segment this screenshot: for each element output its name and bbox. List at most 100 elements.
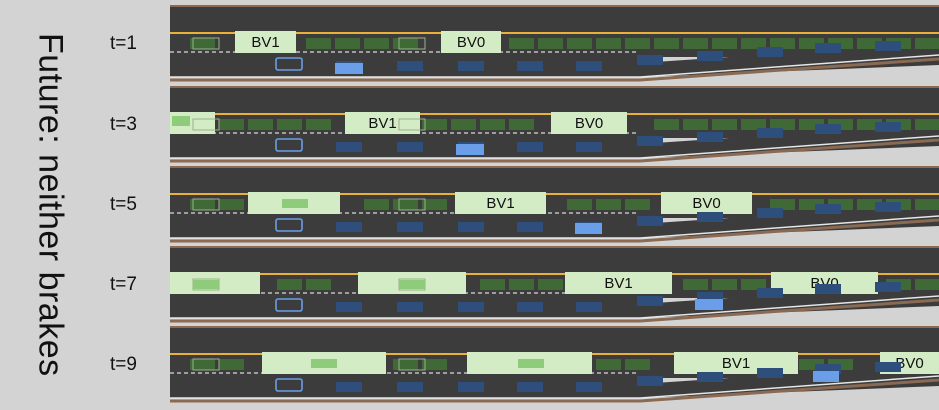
traffic-car-blue xyxy=(875,202,901,212)
traffic-car-blue xyxy=(757,208,783,218)
traffic-car-green xyxy=(190,359,215,370)
traffic-car-blue xyxy=(697,51,723,61)
traffic-car-green xyxy=(219,199,244,210)
ghost-car xyxy=(192,358,220,371)
road-edge-top xyxy=(170,246,939,248)
traffic-car-green xyxy=(799,199,824,210)
traffic-car-green xyxy=(422,199,447,210)
ramp-edge-line xyxy=(170,54,939,78)
bv0-box xyxy=(441,31,501,53)
diagram-title-area: Future: neither brakes xyxy=(0,0,100,410)
traffic-car-blue xyxy=(458,382,484,392)
bv1-box xyxy=(345,112,420,134)
traffic-car-blue xyxy=(637,296,663,306)
traffic-car-blue xyxy=(637,216,663,226)
traffic-car-blue xyxy=(637,55,663,65)
traffic-car-green xyxy=(625,199,650,210)
ego-start-outline xyxy=(275,57,303,71)
ghost-car xyxy=(398,198,426,211)
traffic-car-blue xyxy=(336,222,362,232)
traffic-car-blue xyxy=(517,302,543,312)
traffic-car-blue xyxy=(397,61,423,71)
traffic-car-green xyxy=(915,38,939,49)
traffic-car-green xyxy=(857,199,882,210)
traffic-car-green xyxy=(393,359,418,370)
road-edge-bottom xyxy=(170,138,939,163)
traffic-car-green xyxy=(915,199,939,210)
ghost-car xyxy=(398,37,426,50)
traffic-car-green xyxy=(596,359,621,370)
opposing-lanes xyxy=(170,328,939,354)
ego-vehicle xyxy=(335,63,363,74)
traffic-car-blue xyxy=(697,292,723,302)
traffic-car-blue xyxy=(815,124,841,134)
traffic-car-green xyxy=(190,38,215,49)
road-edge-top xyxy=(170,326,939,328)
traffic-car-green xyxy=(567,199,592,210)
traffic-car-green xyxy=(770,199,795,210)
traffic-car-green xyxy=(219,119,244,130)
traffic-car-green xyxy=(393,199,418,210)
traffic-car-green xyxy=(596,38,621,49)
traffic-car-blue xyxy=(815,284,841,294)
traffic-car-green xyxy=(422,119,447,130)
traffic-car-blue xyxy=(576,61,602,71)
center-line xyxy=(170,32,939,34)
bv1-label: BV1 xyxy=(604,275,632,292)
traffic-car-blue xyxy=(517,61,543,71)
traffic-car-green xyxy=(915,119,939,130)
traffic-car-blue xyxy=(815,364,841,374)
bv0-label: BV0 xyxy=(895,355,923,372)
traffic-car-green xyxy=(712,279,737,290)
timestep-label: t=7 xyxy=(110,274,137,295)
traffic-car-green xyxy=(480,119,505,130)
predicted-car xyxy=(282,199,308,208)
road-edge-top xyxy=(170,5,939,7)
ego-start-outline xyxy=(275,138,303,152)
traffic-car-green xyxy=(741,279,766,290)
ego-start-outline xyxy=(275,298,303,312)
timestep-label: t=9 xyxy=(110,354,137,375)
ego-start-outline xyxy=(275,218,303,232)
traffic-car-blue xyxy=(336,382,362,392)
traffic-car-green xyxy=(393,38,418,49)
road-edge-bottom xyxy=(170,57,939,82)
traffic-car-green xyxy=(509,38,534,49)
predicted-car xyxy=(172,116,190,126)
traffic-car-blue xyxy=(757,288,783,298)
bv0-label: BV0 xyxy=(692,195,720,212)
bv0-box xyxy=(771,272,878,294)
ramp-edge-line xyxy=(170,375,939,399)
traffic-car-blue xyxy=(517,142,543,152)
traffic-car-blue xyxy=(697,132,723,142)
bv1-label: BV1 xyxy=(486,195,514,212)
traffic-car-green xyxy=(364,199,389,210)
road-edge-bottom xyxy=(170,378,939,403)
traffic-car-blue xyxy=(875,362,901,372)
timestep-label: t=5 xyxy=(110,194,137,215)
traffic-car-green xyxy=(770,38,795,49)
traffic-car-green xyxy=(190,199,215,210)
diagram-title: Future: neither brakes xyxy=(31,33,70,377)
traffic-car-green xyxy=(335,38,360,49)
opposing-lanes xyxy=(170,88,939,114)
traffic-car-blue xyxy=(397,382,423,392)
traffic-car-blue xyxy=(336,302,362,312)
traffic-car-green xyxy=(306,279,331,290)
bv1-label: BV1 xyxy=(722,355,750,372)
ghost-car xyxy=(192,118,220,131)
traffic-car-green xyxy=(712,38,737,49)
ghost-car xyxy=(192,198,220,211)
traffic-car-blue xyxy=(637,136,663,146)
traffic-car-green xyxy=(683,38,708,49)
road-scene: BV1 BV0 xyxy=(170,166,939,246)
bv1-label: BV1 xyxy=(251,34,279,51)
ghost-car xyxy=(398,358,426,371)
traffic-car-green xyxy=(857,38,882,49)
traffic-car-green xyxy=(480,279,505,290)
center-line xyxy=(170,193,939,195)
traffic-car-green xyxy=(567,38,592,49)
traffic-car-green xyxy=(509,119,534,130)
